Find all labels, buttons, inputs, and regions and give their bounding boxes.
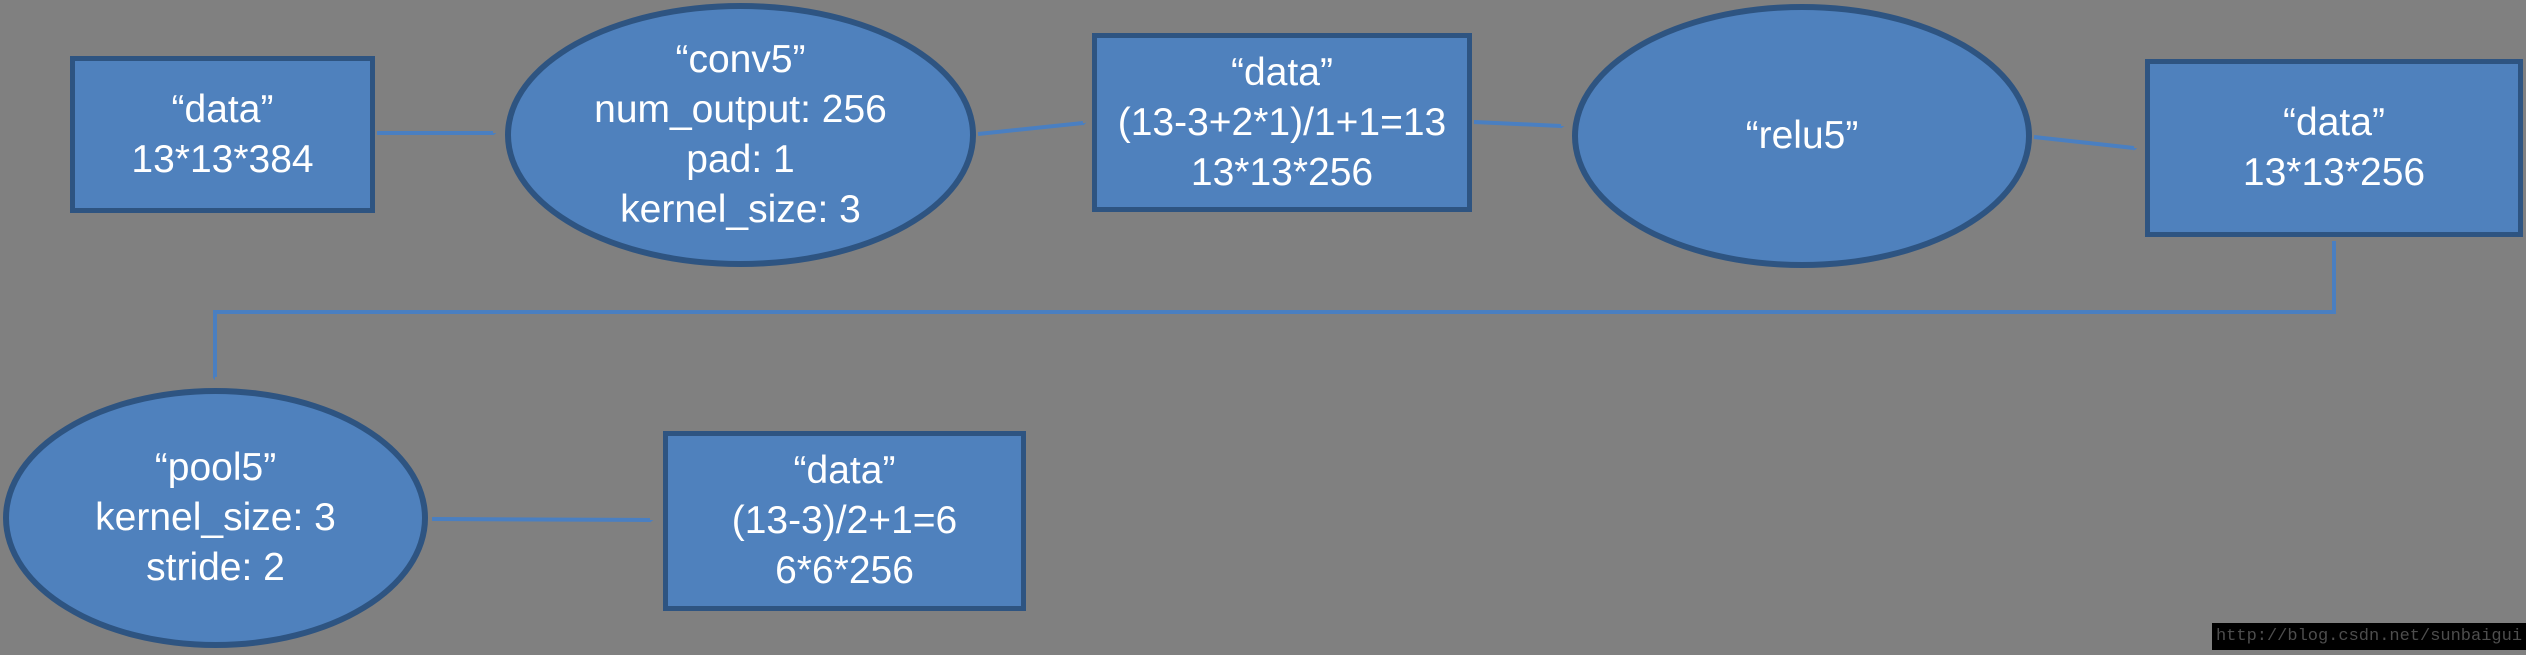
node-line: pad: 1 — [686, 138, 795, 181]
node-line: kernel_size: 3 — [95, 496, 336, 539]
connector-conv5-data2 — [977, 123, 1083, 134]
node-line: 13*13*256 — [1190, 150, 1374, 194]
node-line: 13*13*256 — [2242, 151, 2426, 194]
node-relu5-ellipse: “relu5” — [1572, 4, 2032, 268]
node-line: stride: 2 — [146, 546, 285, 589]
node-line: “data” — [1231, 50, 1333, 94]
node-data-relu5-output-rect: “data” 13*13*256 — [2145, 59, 2523, 237]
node-line: “data” — [2283, 101, 2385, 144]
node-line: “data” — [171, 87, 274, 131]
node-line: 13*13*384 — [131, 137, 314, 181]
node-line: kernel_size: 3 — [620, 188, 861, 231]
watermark-url: http://blog.csdn.net/sunbaigui — [2212, 623, 2526, 650]
node-data-input-rect: “data” 13*13*384 — [70, 56, 375, 213]
node-line: num_output: 256 — [594, 88, 887, 131]
node-line: (13-3+2*1)/1+1=13 — [1117, 100, 1447, 144]
node-line: “data” — [793, 449, 896, 492]
node-data-pool5-output-rect: “data” (13-3)/2+1=6 6*6*256 — [663, 431, 1026, 611]
node-conv5-ellipse: “conv5” num_output: 256 pad: 1 kernel_si… — [505, 3, 976, 267]
node-line: “conv5” — [675, 38, 806, 81]
connector-relu5-data3 — [2033, 135, 2134, 148]
node-line: (13-3)/2+1=6 — [731, 499, 958, 542]
node-line: “pool5” — [154, 446, 277, 489]
connector-data2-relu5 — [1473, 120, 1561, 126]
node-line: “relu5” — [1745, 114, 1859, 157]
node-pool5-ellipse: “pool5” kernel_size: 3 stride: 2 — [3, 388, 428, 648]
connector-pool5-data4 — [431, 517, 650, 520]
node-data-conv5-output-rect: “data” (13-3+2*1)/1+1=13 13*13*256 — [1092, 33, 1472, 212]
node-line: 6*6*256 — [775, 549, 914, 592]
connector-data3-pool5 — [215, 241, 2336, 377]
